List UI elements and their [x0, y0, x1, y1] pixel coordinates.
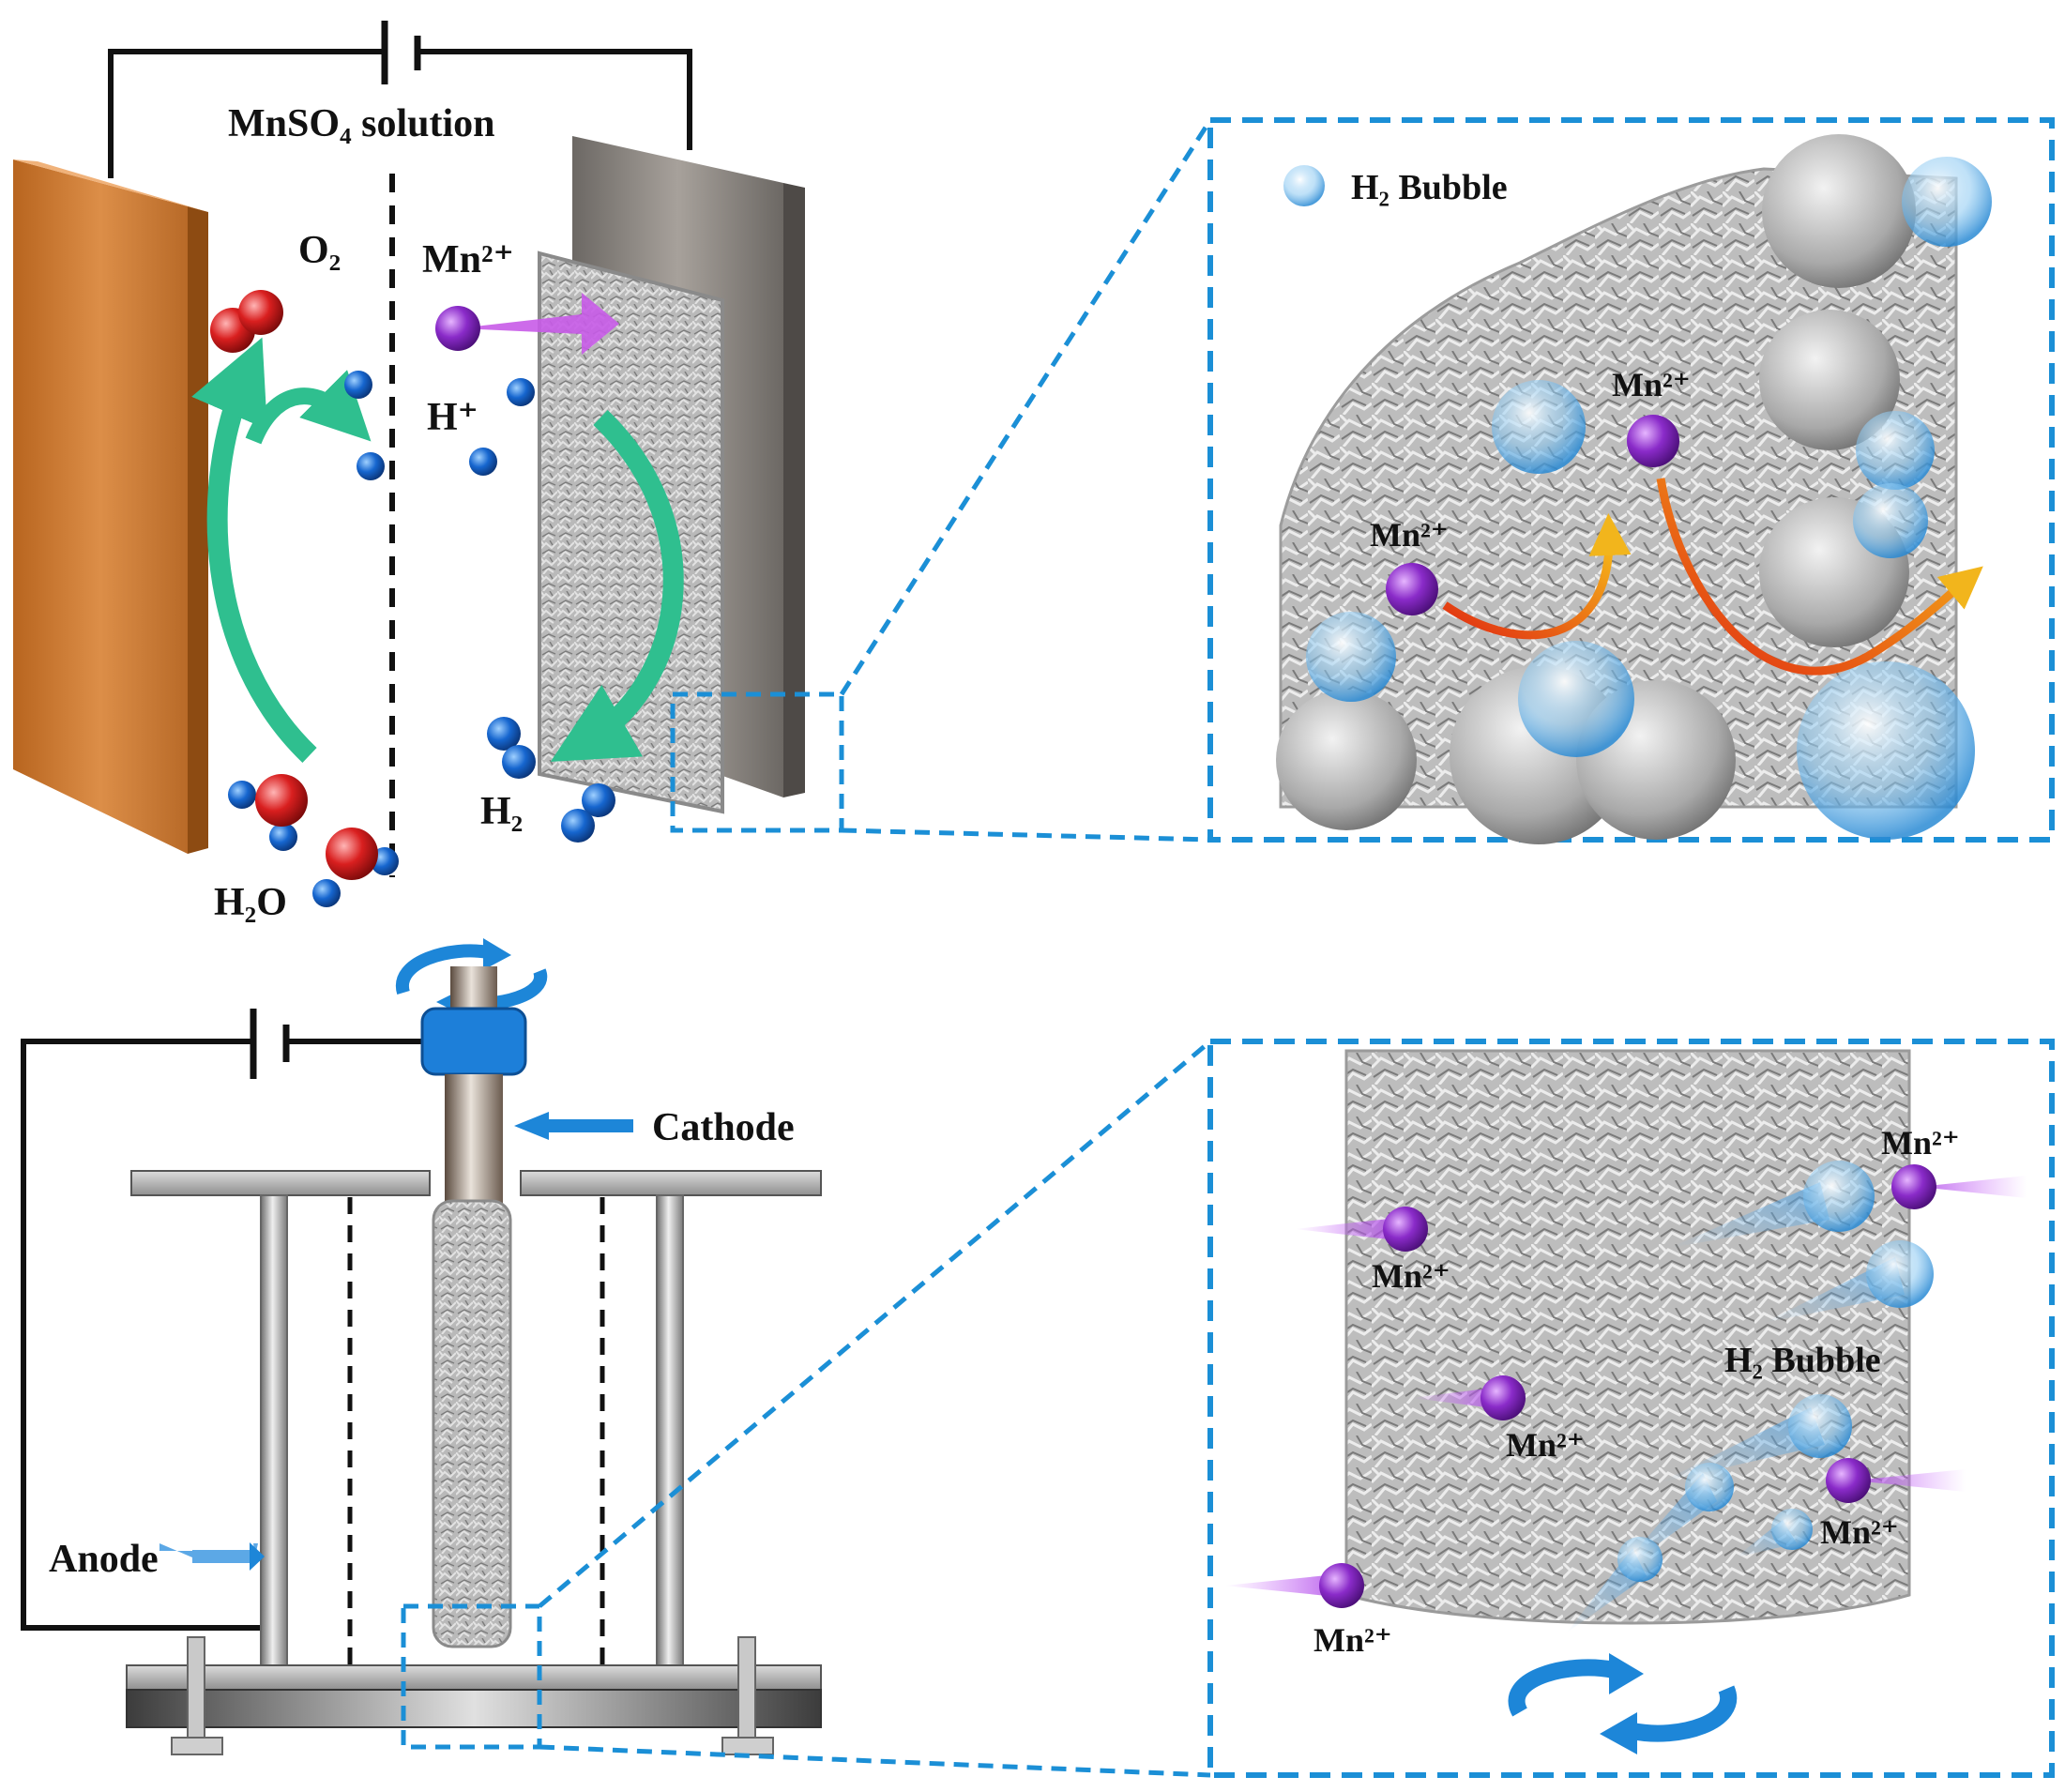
top-circuit-wire: [108, 21, 692, 178]
h2-label: H₂: [480, 790, 523, 833]
mn-ion-5-label: Mn²⁺: [1820, 1513, 1899, 1551]
shaft-collar: [420, 1007, 527, 1076]
cylinder-surface: [1344, 1049, 1911, 1625]
mn-ion-5: [1826, 1458, 1966, 1503]
legend-bubble-icon: [1283, 165, 1325, 206]
cathode-flow-arrow: [550, 410, 684, 762]
top-zoom-connector: [839, 118, 1213, 843]
legend-label: H₂ Bubble: [1351, 168, 1508, 207]
mn-ion-1: [1295, 1207, 1428, 1252]
cathode-plate: [538, 136, 805, 814]
mn-ion-4: [1891, 1164, 2027, 1209]
mn-ion-3: [1224, 1563, 1364, 1608]
h2-bubbles: [1306, 157, 1992, 840]
anode-pointer: [159, 1542, 265, 1571]
mn-ion-b-label: Mn²⁺: [1612, 366, 1691, 403]
bottom-zoom-connector: [538, 1040, 1212, 1778]
mn-ion-2-label: Mn²⁺: [1506, 1426, 1585, 1464]
bottom-zoom-source-box: [401, 1603, 542, 1750]
base-plate: [126, 1689, 822, 1728]
mn-ion-reaction-b: [1627, 415, 1983, 676]
shaft-lower: [445, 1074, 503, 1206]
mn-ion-3-label: Mn²⁺: [1313, 1621, 1392, 1659]
mn-ion-reaction-a: [1386, 513, 1632, 640]
anode-flow-arrow: [191, 337, 372, 763]
cover-plate-right: [520, 1170, 822, 1196]
cathode-pointer: [514, 1112, 633, 1140]
anode-post-left: [260, 1194, 288, 1670]
base-foot-left: [171, 1737, 223, 1755]
cathode-label: Cathode: [652, 1106, 795, 1149]
bottom-cell: Cathode Anode: [21, 938, 1212, 1778]
h-ion-label: H⁺: [427, 396, 478, 439]
top-cell: MnSO₄ solution O₂: [13, 21, 1213, 924]
h2-molecules: [487, 717, 615, 843]
solution-label: MnSO₄ solution: [228, 102, 495, 145]
top-zoom-panel: H₂ Bubble Mn²⁺ Mn²⁺: [1207, 117, 2055, 844]
anode-plate: [13, 159, 208, 854]
mn-ion-migrating: [435, 293, 619, 355]
cover-plate-left: [130, 1170, 431, 1196]
anode-post-right: [656, 1194, 684, 1670]
h2-bubbles-bottom: [1617, 1161, 1934, 1582]
bottom-rotation-icon: [1508, 1653, 1738, 1754]
bottom-circuit-wire: [21, 1009, 427, 1631]
base-foot-right: [721, 1737, 774, 1755]
o2-label: O₂: [298, 229, 341, 272]
mn-ion-label: Mn²⁺: [422, 238, 514, 281]
mn-ion-a-label: Mn²⁺: [1370, 516, 1449, 554]
rock-particles: [1276, 134, 1916, 844]
mn-ion-2: [1412, 1375, 1526, 1420]
h-ions: [344, 371, 535, 480]
h2o-molecules: [228, 774, 399, 907]
o2-molecule: [210, 290, 283, 353]
bottom-zoom-panel: H₂ Bubble Mn²⁺ Mn²⁺ Mn²⁺ Mn²⁺ Mn²⁺: [1207, 1039, 2055, 1778]
bubble-label: H₂ Bubble: [1724, 1341, 1881, 1380]
base-plate-top: [126, 1664, 822, 1691]
top-zoom-source-box: [670, 691, 844, 833]
mn-ion-4-label: Mn²⁺: [1881, 1124, 1960, 1162]
mn-ion-1-label: Mn²⁺: [1372, 1257, 1450, 1295]
anode-label: Anode: [49, 1538, 159, 1581]
h2o-label: H₂O: [214, 881, 287, 924]
cathode-rod: [432, 1199, 512, 1648]
